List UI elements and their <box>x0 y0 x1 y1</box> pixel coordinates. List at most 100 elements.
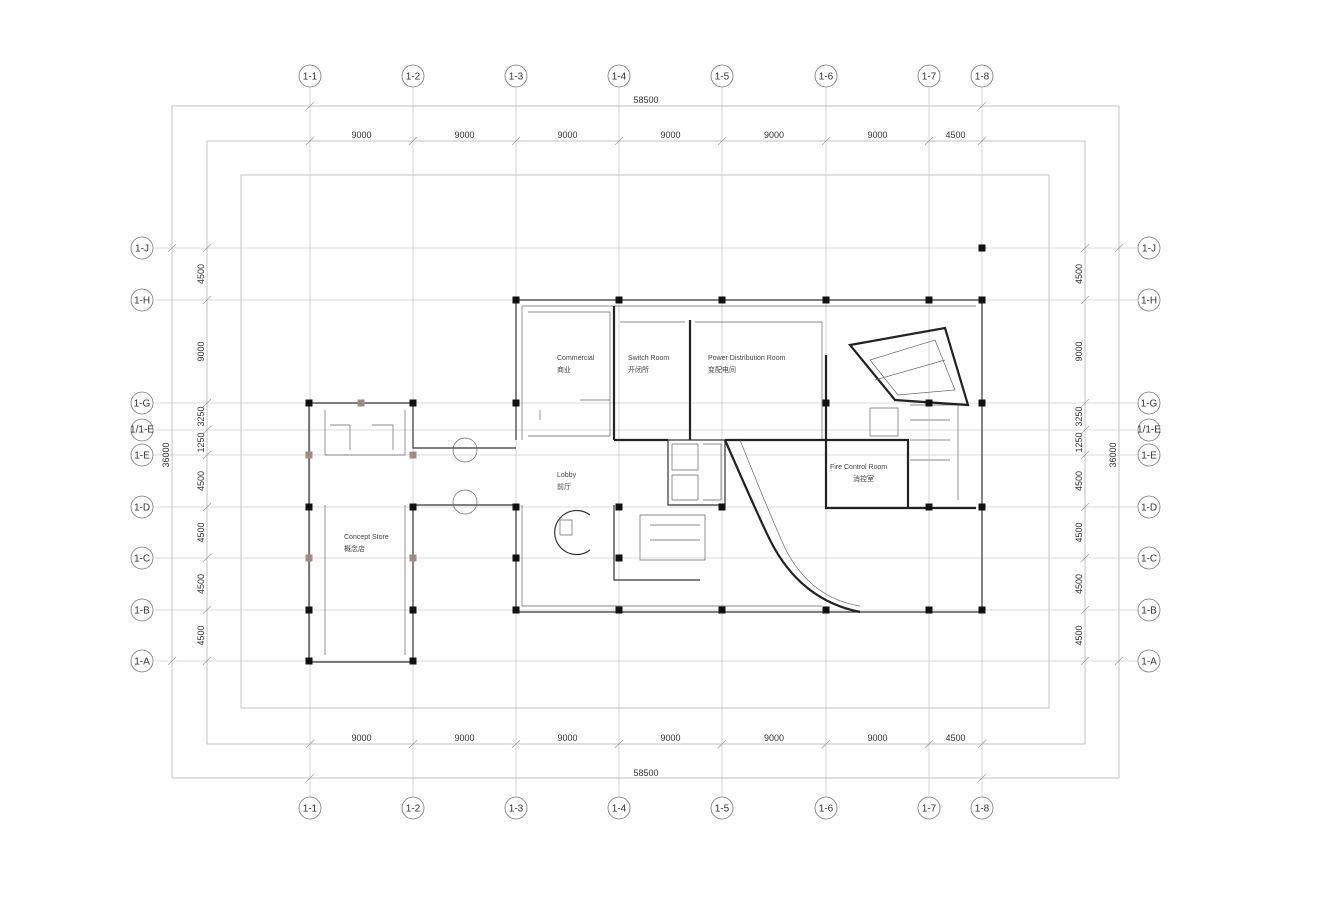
bubble-left-1-J-label: 1-J <box>135 244 149 255</box>
bubble-right-1-E: 1-E <box>1137 443 1161 467</box>
column-26 <box>978 606 986 614</box>
dim-left-span-6: 4500 <box>196 574 206 594</box>
dim-right-span-0: 4500 <box>1074 264 1084 284</box>
bubble-left-1-E-label: 1-E <box>134 451 150 462</box>
bubble-left-1-J: 1-J <box>130 236 154 260</box>
tick-bottom-5 <box>821 739 831 749</box>
column-24 <box>822 606 830 614</box>
grid-bubbles: 1-11-11-21-21-31-31-41-41-51-51-61-61-71… <box>130 64 1161 820</box>
column-14 <box>615 503 623 511</box>
dim-right-span-5: 4500 <box>1074 522 1084 542</box>
tick-right-outer-0 <box>1114 243 1124 253</box>
bubble-top-1-2: 1-2 <box>401 64 425 88</box>
bubble-left-1/1-E: 1/1-E <box>130 418 154 442</box>
dim-right-span-3: 1250 <box>1074 432 1084 452</box>
room-power-cn: 变配电间 <box>708 365 736 374</box>
bubble-right-1-J-circle <box>1137 236 1161 260</box>
column-2 <box>615 296 623 304</box>
column-11 <box>925 399 933 407</box>
bubble-bottom-1-5-circle <box>710 796 734 820</box>
dimension-frames <box>167 101 1124 783</box>
tick-right-4 <box>1080 450 1090 460</box>
room-lobby-cn: 前厅 <box>557 482 571 491</box>
bubble-left-1-G: 1-G <box>130 391 154 415</box>
bubble-bottom-1-1-circle <box>298 796 322 820</box>
bubble-top-1-3: 1-3 <box>504 64 528 88</box>
bubble-top-1-1: 1-1 <box>298 64 322 88</box>
column-7 <box>305 399 313 407</box>
bubble-left-1-G-label: 1-G <box>134 399 151 410</box>
tick-left-8 <box>202 656 212 666</box>
bubble-right-1-A-label: 1-A <box>1141 657 1157 668</box>
tick-left-3 <box>202 425 212 435</box>
bubble-right-1-E-label: 1-E <box>1141 451 1157 462</box>
bubble-right-1-H: 1-H <box>1137 288 1161 312</box>
bubble-top-1-5-label: 1-5 <box>715 72 730 83</box>
bubble-right-1-A: 1-A <box>1137 649 1161 673</box>
tick-overall-2 <box>305 773 315 783</box>
dim-top-span-5: 9000 <box>867 130 887 140</box>
dim-top-span-1: 9000 <box>454 130 474 140</box>
tick-right-7 <box>1080 605 1090 615</box>
bubble-bottom-1-2: 1-2 <box>401 796 425 820</box>
bubble-right-1-C-circle <box>1137 546 1161 570</box>
dimension-labels: 5850058500900090009000900090009000900090… <box>161 95 1118 778</box>
bubble-bottom-1-8-circle <box>970 796 994 820</box>
room-fire-cn: 消控室 <box>853 474 874 483</box>
bubble-bottom-1-4-circle <box>607 796 631 820</box>
structural-columns <box>305 244 986 665</box>
bubble-top-1-1-circle <box>298 64 322 88</box>
tick-overall-0 <box>305 101 315 111</box>
dim-overall-left: 36000 <box>161 442 171 467</box>
bubble-bottom-1-1: 1-1 <box>298 796 322 820</box>
tick-right-1 <box>1080 295 1090 305</box>
tick-bottom-2 <box>511 739 521 749</box>
bubble-bottom-1-7-circle <box>917 796 941 820</box>
bubble-bottom-1-7: 1-7 <box>917 796 941 820</box>
bubble-left-1-C: 1-C <box>130 546 154 570</box>
dim-bottom-span-3: 9000 <box>660 733 680 743</box>
column-28 <box>409 657 417 665</box>
bubble-top-1-7: 1-7 <box>917 64 941 88</box>
column-6 <box>978 296 986 304</box>
tick-left-5 <box>202 502 212 512</box>
tick-right-2 <box>1080 398 1090 408</box>
bubble-bottom-1-6-label: 1-6 <box>819 804 834 815</box>
column-4 <box>822 296 830 304</box>
dim-left-span-4: 4500 <box>196 471 206 491</box>
room-labels: Commercial 商业 Switch Room 开闭所 Power Dist… <box>344 355 887 553</box>
bubble-top-1-7-label: 1-7 <box>922 72 937 83</box>
dim-right-span-6: 4500 <box>1074 574 1084 594</box>
column-27 <box>305 657 313 665</box>
column-16 <box>978 503 986 511</box>
bubble-right-1-D-circle <box>1137 495 1161 519</box>
facade-marker-0 <box>357 399 365 407</box>
room-commercial-cn: 商业 <box>557 365 571 374</box>
room-concept-cn: 概念店 <box>344 544 365 553</box>
tick-right-0 <box>1080 243 1090 253</box>
bubble-left-1/1-E-circle <box>130 418 154 442</box>
bubble-right-1-J-label: 1-J <box>1142 244 1156 255</box>
tick-right-6 <box>1080 553 1090 563</box>
column-31 <box>305 503 313 511</box>
bubble-top-1-4: 1-4 <box>607 64 631 88</box>
dim-left-span-5: 4500 <box>196 522 206 542</box>
facade-marker-2 <box>409 451 417 459</box>
tick-right-outer-1 <box>1114 656 1124 666</box>
bubble-left-1-E-circle <box>130 443 154 467</box>
bubble-left-1-B: 1-B <box>130 598 154 622</box>
tick-top-3 <box>614 136 624 146</box>
column-20 <box>409 606 417 614</box>
column-18 <box>615 554 623 562</box>
column-22 <box>615 606 623 614</box>
bubble-top-1-4-circle <box>607 64 631 88</box>
dim-left-span-2: 3250 <box>196 406 206 426</box>
bubble-top-1-4-label: 1-4 <box>612 72 627 83</box>
bubble-top-1-8: 1-8 <box>970 64 994 88</box>
tick-left-1 <box>202 295 212 305</box>
column-8 <box>409 399 417 407</box>
dim-top-span-6: 4500 <box>945 130 965 140</box>
bubble-bottom-1-7-label: 1-7 <box>922 804 937 815</box>
bubble-left-1-C-circle <box>130 546 154 570</box>
